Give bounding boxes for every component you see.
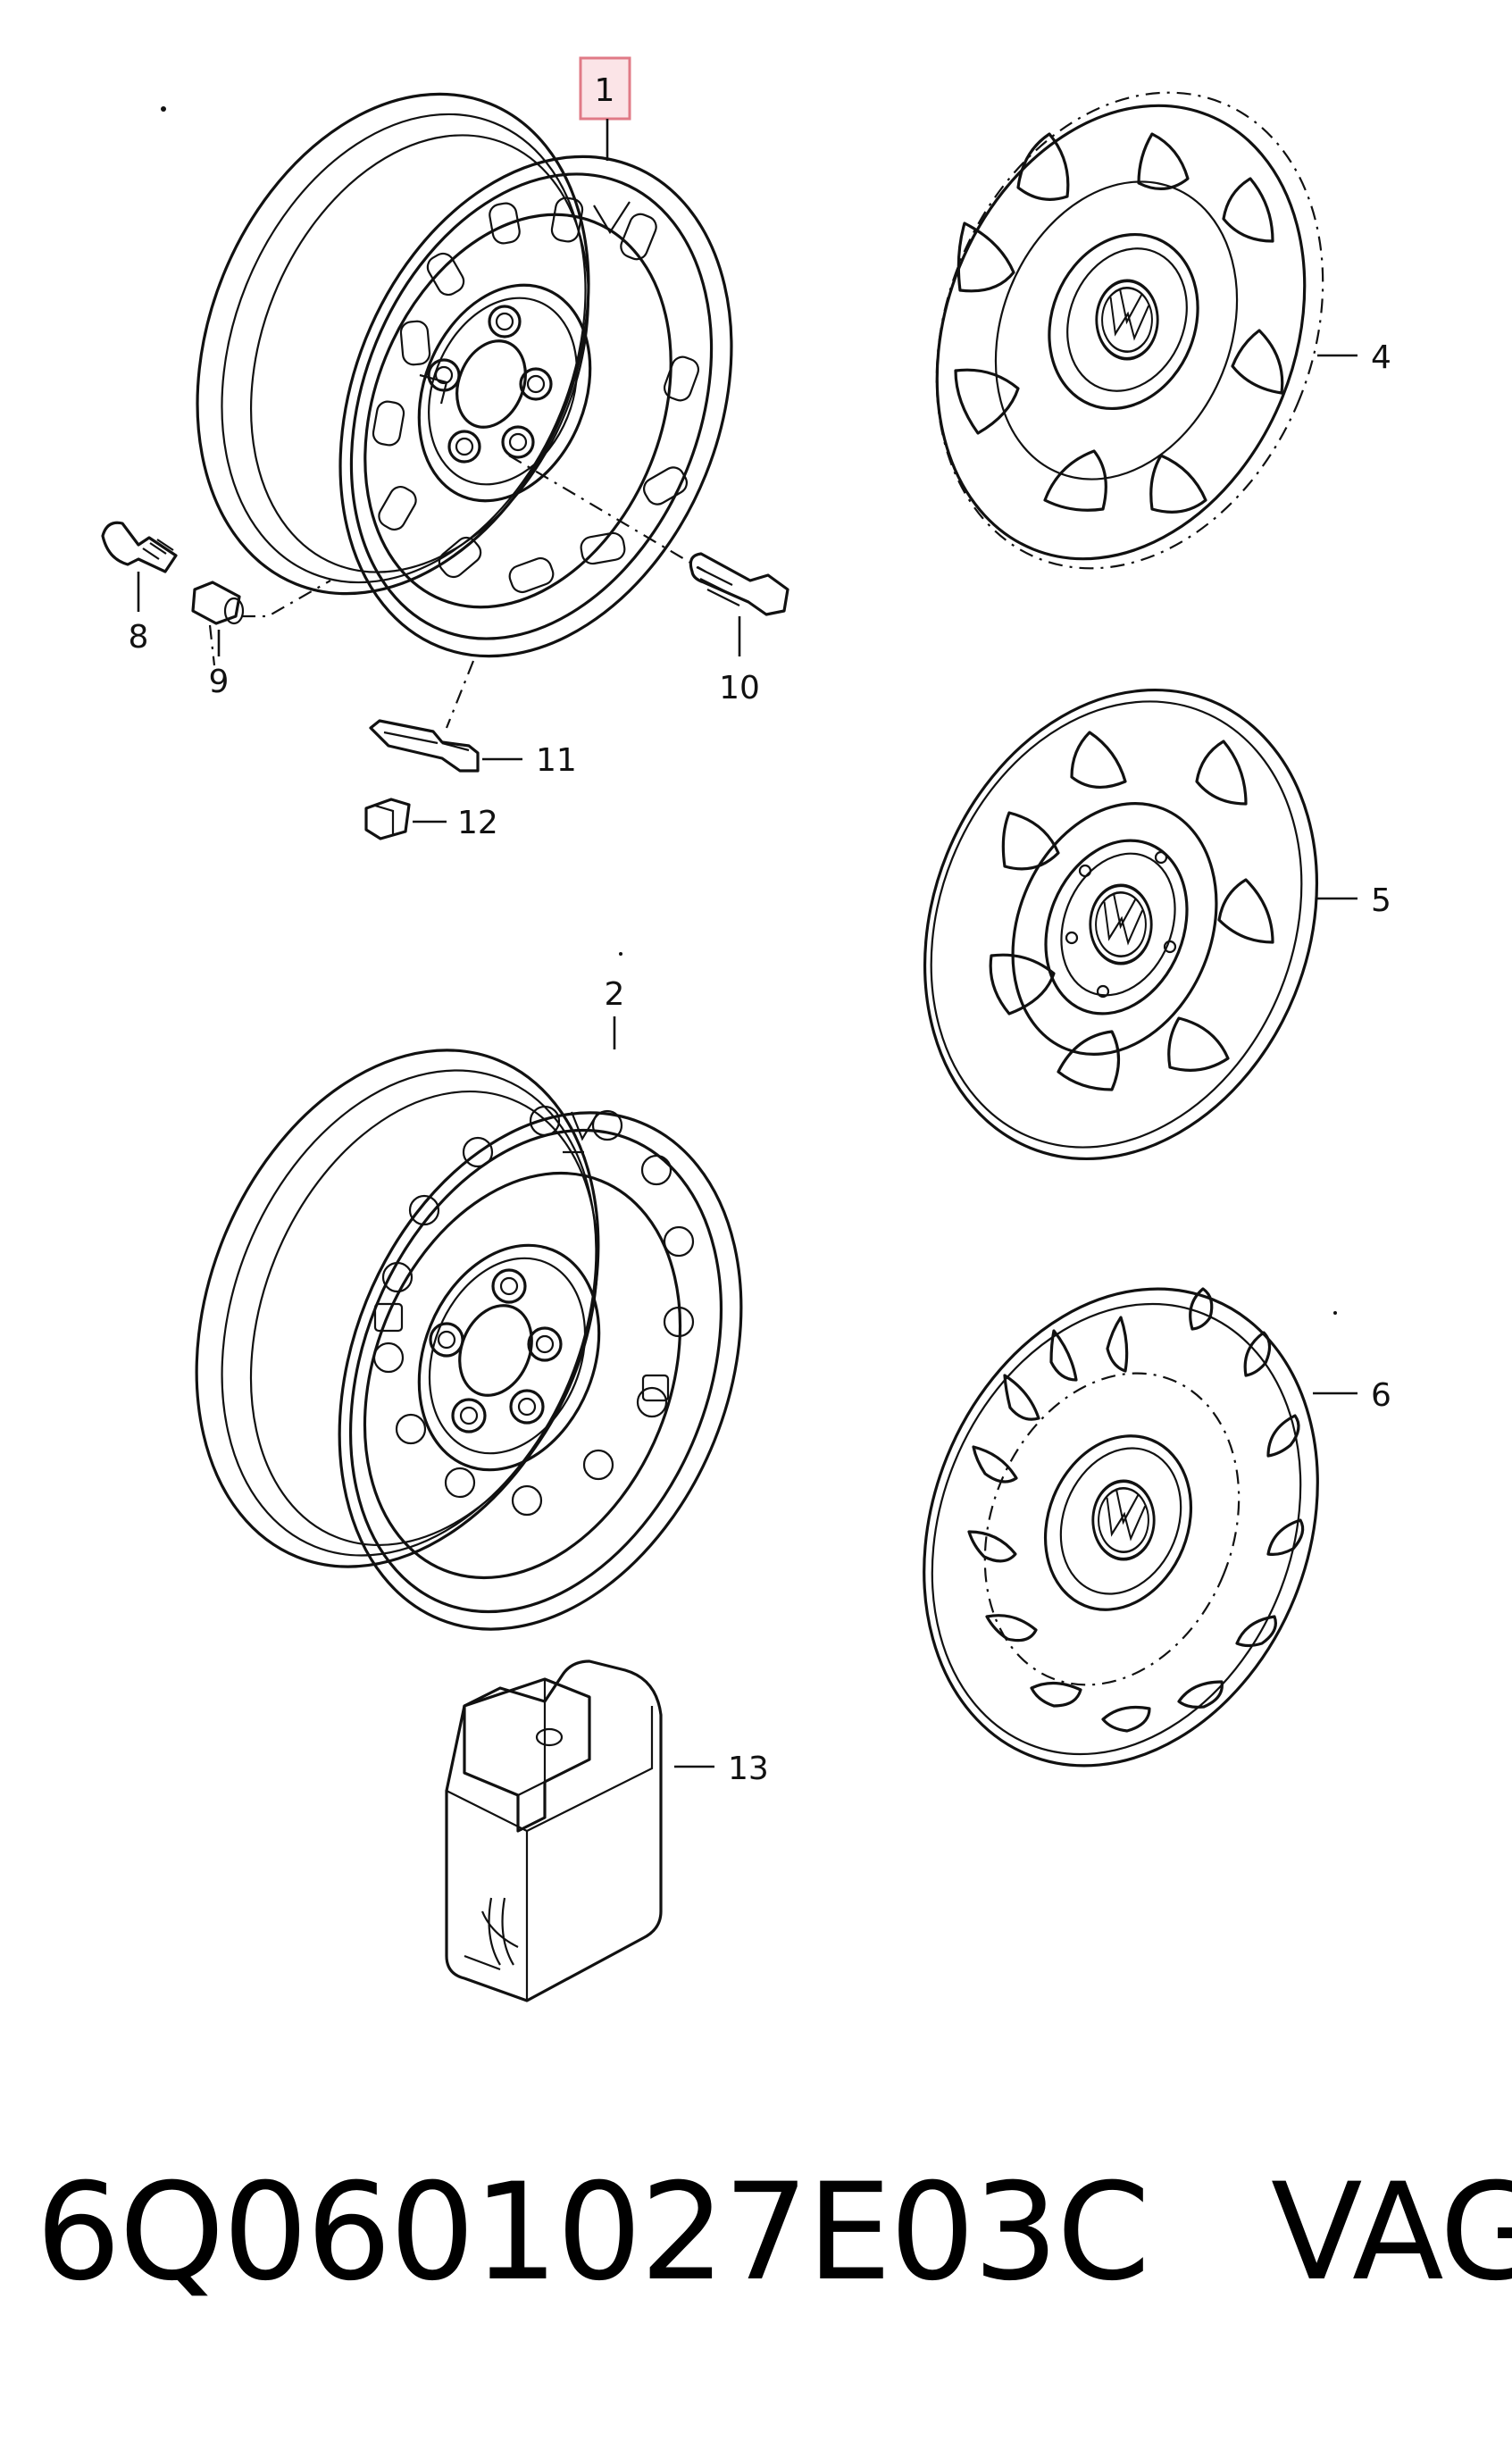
- callout-2[interactable]: 2: [605, 976, 625, 1013]
- callout-8[interactable]: 8: [129, 619, 149, 656]
- balance-weight-icon: [369, 660, 522, 773]
- callout-6[interactable]: 6: [1371, 1377, 1391, 1414]
- hubcap-icon: [923, 1287, 1357, 1768]
- callout-11[interactable]: 11: [536, 742, 577, 779]
- valve-icon: [101, 521, 178, 612]
- callout-10[interactable]: 10: [719, 670, 760, 706]
- hubcap-icon: [935, 91, 1357, 570]
- steel-wheel-icon: [196, 92, 733, 658]
- tpms-sensor-icon: [445, 1659, 714, 2002]
- weight-clip-icon: [364, 798, 447, 840]
- callout-4[interactable]: 4: [1371, 339, 1391, 376]
- brand: VAG: [1270, 2155, 1512, 2311]
- steel-wheel-icon: [195, 1016, 743, 1631]
- callout-9[interactable]: 9: [209, 664, 230, 700]
- callout-1[interactable]: 1: [579, 56, 631, 161]
- wheel-bolt-icon: [508, 455, 789, 656]
- callout-12[interactable]: 12: [457, 805, 498, 841]
- part-number: 6Q0601027E03C: [36, 2155, 1150, 2311]
- part-number-footer: 6Q0601027E03C VAG: [36, 2155, 1512, 2311]
- callout-5[interactable]: 5: [1371, 882, 1391, 919]
- hubcap-icon: [923, 688, 1357, 1161]
- callout-1-label: 1: [595, 72, 615, 109]
- callout-13[interactable]: 13: [728, 1751, 769, 1787]
- valve-cap-icon: [191, 580, 331, 666]
